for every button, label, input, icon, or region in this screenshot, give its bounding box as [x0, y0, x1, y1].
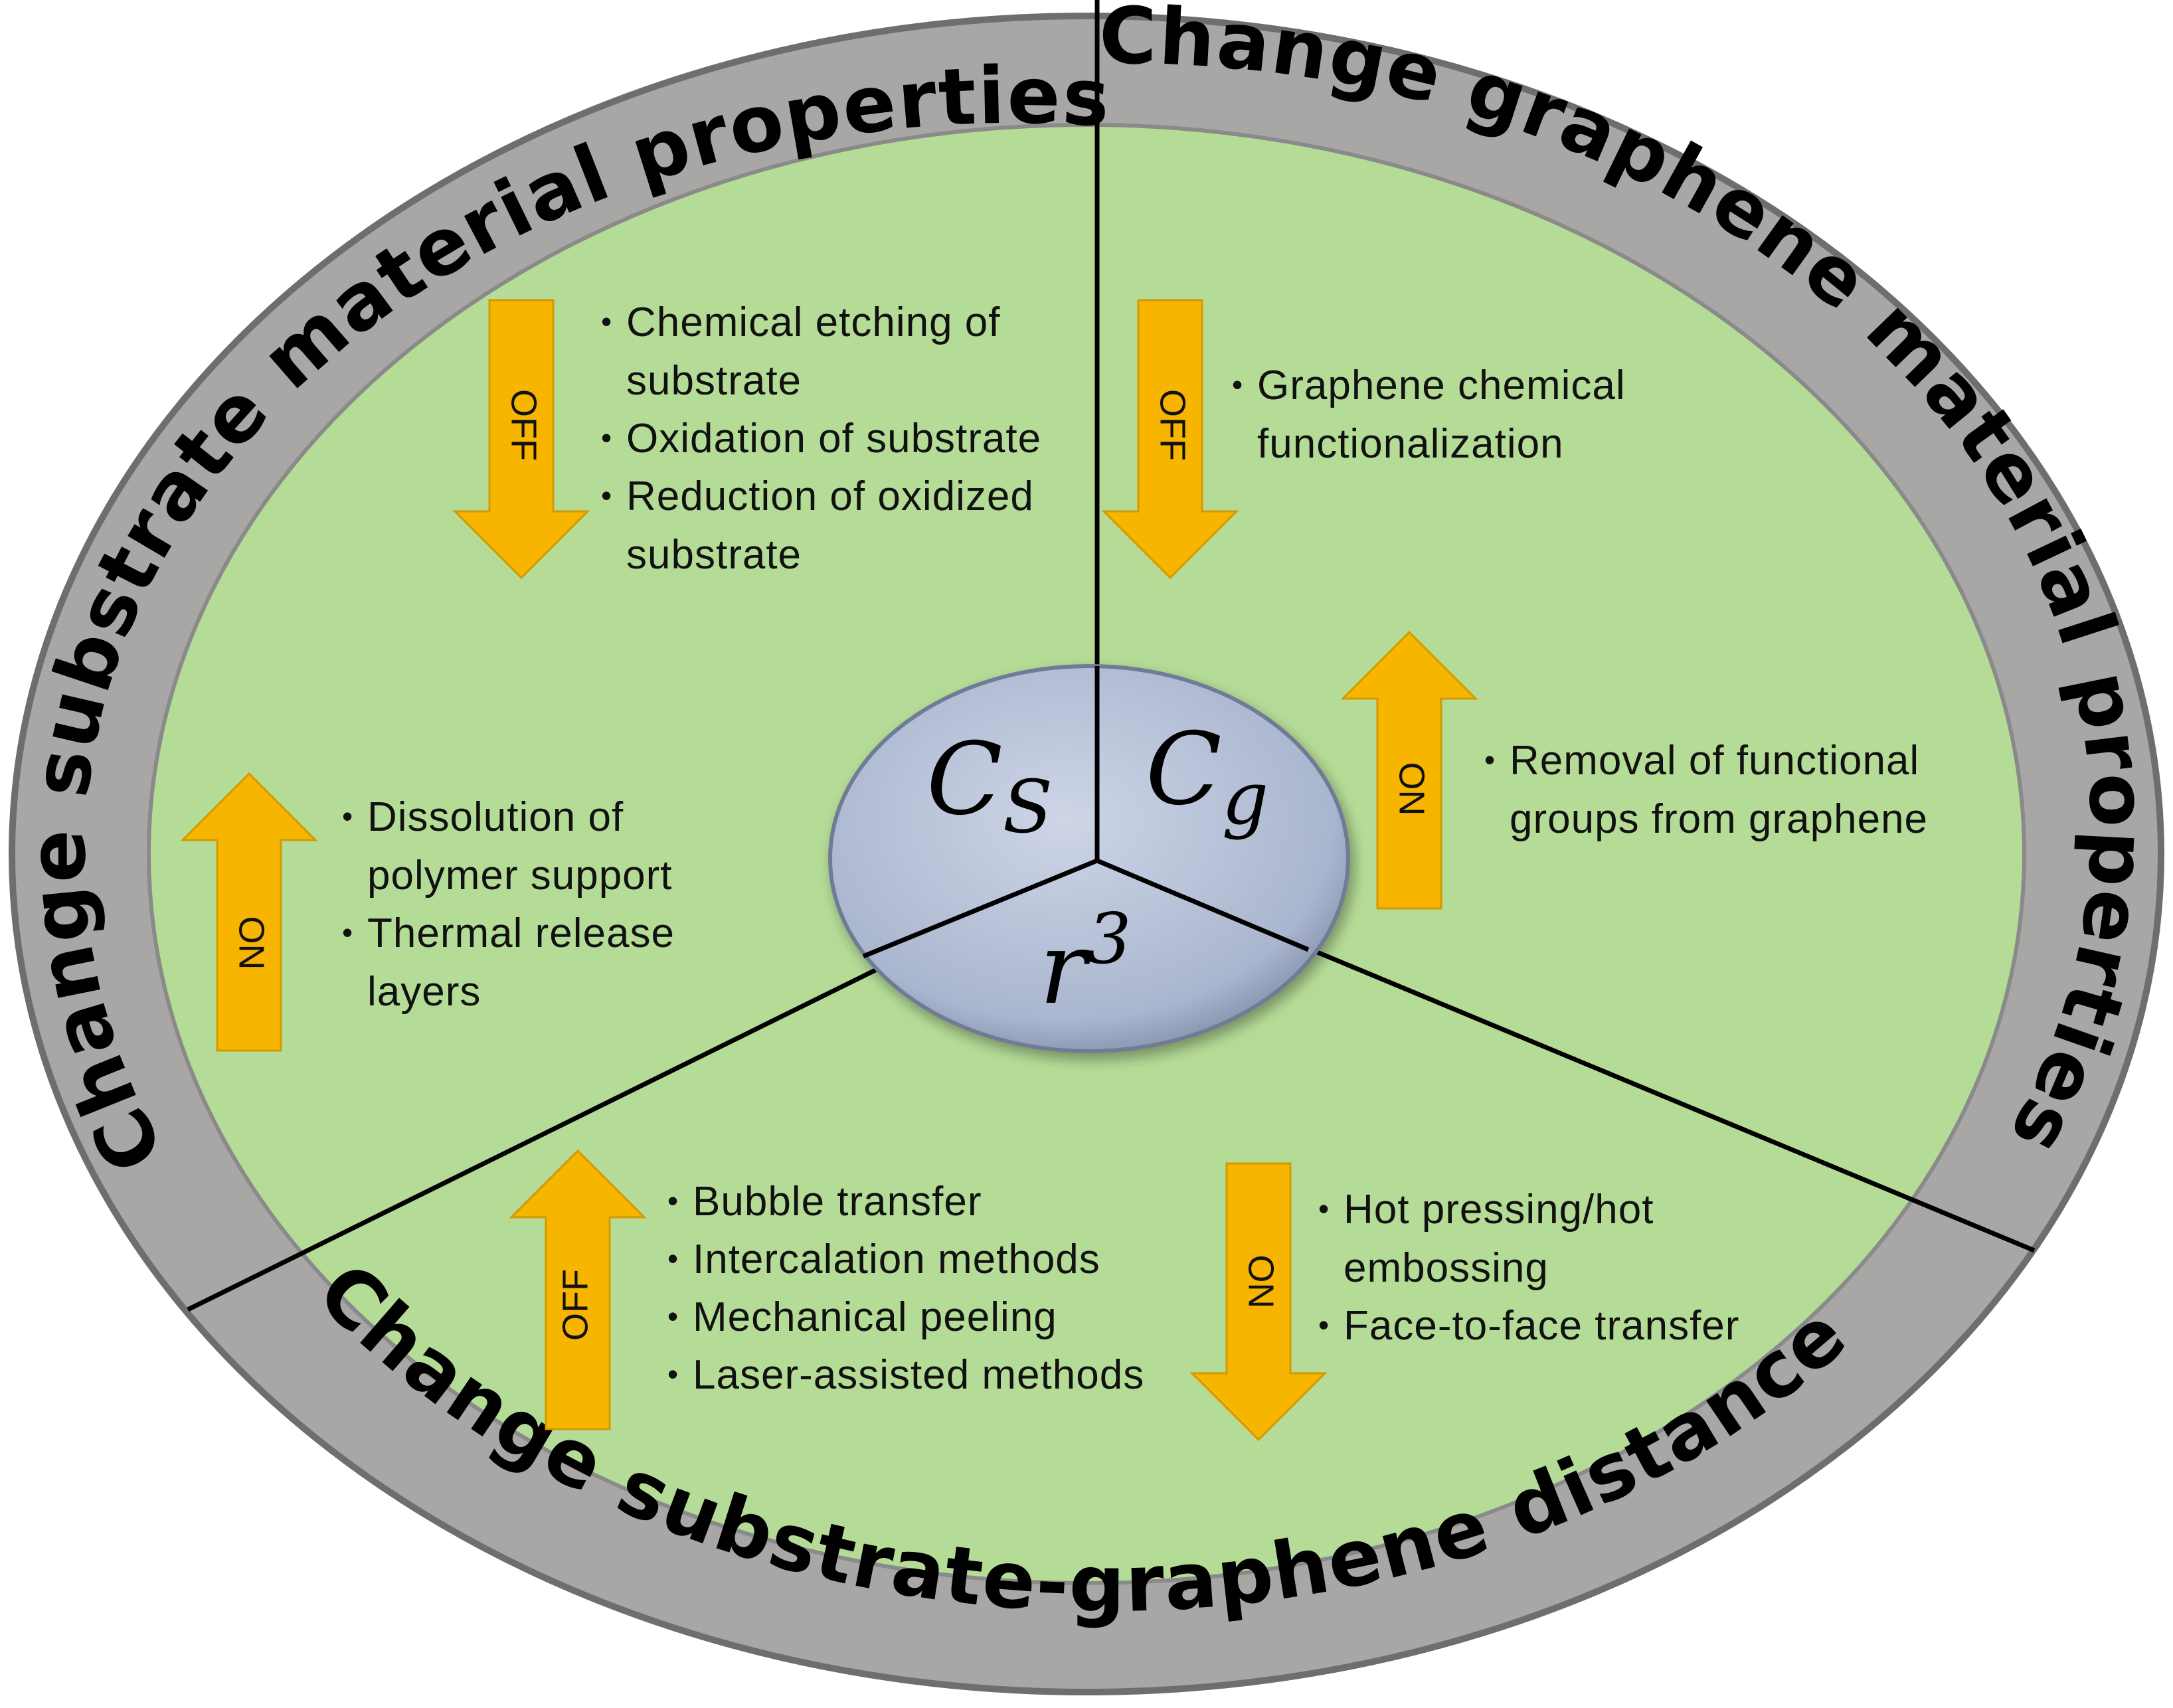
- list-item: Mechanical peeling: [693, 1294, 1057, 1340]
- arrow-substrate-on: ON: [180, 772, 318, 1052]
- bullet: •: [667, 1299, 678, 1333]
- bullet: •: [1318, 1191, 1329, 1226]
- arrow-distance-on-label: ON: [1241, 1255, 1281, 1309]
- arrow-substrate-off: OFF: [452, 299, 590, 580]
- bullet: •: [667, 1241, 678, 1276]
- bullet: •: [601, 478, 612, 513]
- center-divider-left: [862, 858, 1098, 959]
- arrow-graphene-on: ON: [1340, 630, 1478, 910]
- list-item: Bubble transfer: [693, 1179, 982, 1225]
- center-cg: Cg: [1146, 712, 1268, 841]
- bullet: •: [601, 304, 612, 339]
- list-item: Removal of functional: [1510, 738, 1919, 784]
- list-item: groups from graphene: [1510, 796, 1928, 842]
- list-item: layers: [367, 969, 481, 1015]
- bullet: •: [601, 420, 612, 455]
- arrow-substrate-on-label: ON: [232, 916, 272, 970]
- arrow-graphene-on-label: ON: [1392, 762, 1432, 816]
- center-ellipse: [828, 664, 1350, 1053]
- center-r3: r3: [1039, 898, 1132, 1027]
- list-item: Hot pressing/hot: [1344, 1187, 1654, 1233]
- list-item: embossing: [1344, 1245, 1549, 1291]
- list-substrate-on: • Dissolution of polymer support • Therm…: [342, 794, 675, 1015]
- arrow-substrate-off-label: OFF: [504, 389, 544, 461]
- list-item: Oxidation of substrate: [626, 416, 1041, 462]
- center-cs: CS: [926, 722, 1053, 849]
- arrow-graphene-off: OFF: [1101, 299, 1239, 580]
- list-item: Chemical etching of: [626, 299, 1001, 345]
- bullet: •: [667, 1357, 678, 1391]
- list-graphene-off: • Graphene chemical functionalization: [1232, 363, 1626, 467]
- list-item: Dissolution of: [367, 794, 624, 840]
- arrow-distance-off: OFF: [509, 1149, 647, 1430]
- list-substrate-off: • Chemical etching of substrate • Oxidat…: [601, 299, 1041, 578]
- bullet: •: [1484, 742, 1495, 777]
- list-item: Thermal release: [367, 910, 675, 956]
- list-item: polymer support: [367, 853, 673, 898]
- list-item: Face-to-face transfer: [1344, 1303, 1739, 1349]
- arrow-distance-on: ON: [1189, 1162, 1328, 1442]
- list-item: Reduction of oxidized: [626, 473, 1034, 519]
- list-distance-on: • Hot pressing/hot embossing • Face-to-f…: [1318, 1187, 1739, 1349]
- list-item: functionalization: [1257, 421, 1564, 467]
- bullet: •: [1232, 367, 1243, 402]
- bullet: •: [342, 915, 353, 950]
- arrow-graphene-off-label: OFF: [1153, 389, 1193, 461]
- bullet: •: [1318, 1308, 1329, 1342]
- list-item: Intercalation methods: [693, 1237, 1100, 1282]
- list-item: Graphene chemical: [1257, 363, 1626, 408]
- list-distance-off: • Bubble transfer • Intercalation method…: [667, 1179, 1144, 1398]
- list-item: substrate: [626, 358, 802, 404]
- list-item: Laser-assisted methods: [693, 1352, 1144, 1398]
- arrow-distance-off-label: OFF: [555, 1269, 595, 1341]
- center-divider-right: [1096, 858, 1310, 952]
- list-item: substrate: [626, 532, 802, 578]
- bullet: •: [342, 799, 353, 833]
- list-graphene-on: • Removal of functional groups from grap…: [1484, 738, 1928, 842]
- bullet: •: [667, 1183, 678, 1218]
